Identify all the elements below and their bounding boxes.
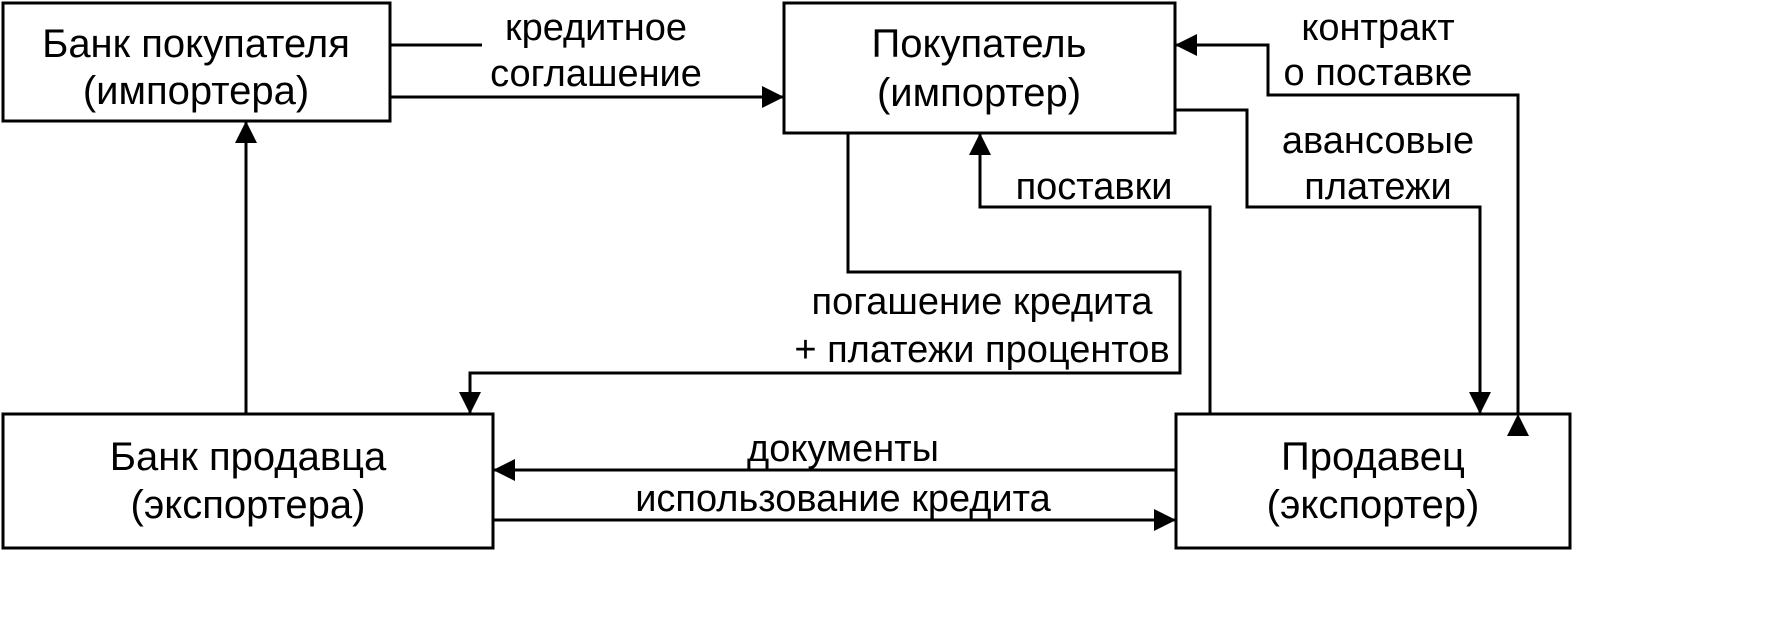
supply-contract-arrow — [1175, 34, 1529, 436]
seller-label-line2: (экспортер) — [1267, 483, 1480, 527]
seller-bank-label-line2: (экспортера) — [131, 483, 366, 527]
buyer-bank-box: Банк покупателя (импортера) — [1, 1, 392, 123]
seller-bank-box: Банк продавца (экспортера) — [1, 412, 495, 550]
advance-payments-arrow — [1175, 108, 1491, 414]
credit-use-label: использование кредита — [635, 478, 1051, 520]
buyer-bank-label-line1: Банк покупателя — [42, 22, 350, 66]
documents-label: документы — [747, 428, 939, 470]
repayment-label-line1: погашение кредита — [812, 281, 1154, 323]
credit-agreement-label-line2: соглашение — [490, 53, 702, 95]
deliveries-arrow — [969, 133, 1212, 414]
seller-box: Продавец (экспортер) — [1174, 412, 1572, 550]
seller-label-line1: Продавец — [1281, 435, 1465, 479]
deliveries-label: поставки — [1016, 166, 1173, 208]
advance-payments-label-line2: платежи — [1304, 166, 1451, 208]
credit-agreement-label-line1: кредитное — [505, 7, 687, 49]
buyer-label-line1: Покупатель — [872, 22, 1087, 66]
seller-bank-label-line1: Банк продавца — [110, 435, 387, 479]
repayment-arrow — [459, 133, 1182, 414]
buyer-box: Покупатель (импортер) — [782, 1, 1177, 135]
supply-contract-label-line1: контракт — [1301, 7, 1454, 49]
repayment-label-line2: + платежи процентов — [794, 329, 1169, 371]
buyer-bank-label-line2: (импортера) — [83, 69, 309, 113]
advance-payments-label-line1: авансовые — [1282, 120, 1474, 162]
buyer-label-line2: (импортер) — [877, 71, 1081, 115]
supply-contract-label-line2: о поставке — [1284, 52, 1473, 94]
